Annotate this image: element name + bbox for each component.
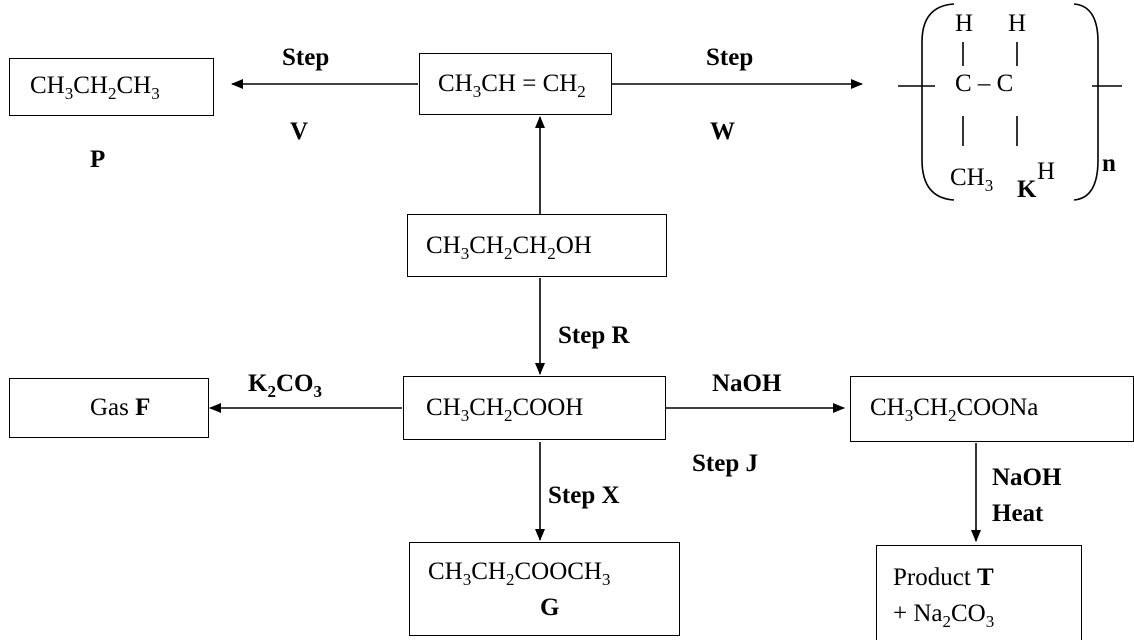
product-t-box bbox=[876, 545, 1082, 640]
polymer-h2: H bbox=[1008, 10, 1027, 37]
label-p: P bbox=[90, 146, 106, 173]
propanol-formula: CH3CH2CH2OH bbox=[426, 232, 592, 263]
label-k: K bbox=[1017, 176, 1037, 203]
sodium-propanoate-box bbox=[850, 376, 1134, 442]
step-v-bottom: V bbox=[290, 118, 309, 145]
gas-f-text: Gas F bbox=[90, 394, 151, 421]
step-v-top: Step bbox=[282, 44, 330, 71]
ester-g-box bbox=[409, 542, 680, 636]
propanol-box bbox=[407, 214, 667, 277]
step-w-bottom: W bbox=[710, 118, 735, 145]
step-w-top: Step bbox=[706, 44, 754, 71]
polymer-h3: H bbox=[1037, 158, 1056, 185]
polymer-ch3: CH3 bbox=[950, 164, 994, 195]
polymer-n: n bbox=[1102, 150, 1116, 177]
propane-formula: CH3CH2CH3 bbox=[30, 72, 160, 103]
naoh-heat-line1: NaOH bbox=[992, 464, 1062, 491]
propanoic-acid-box bbox=[403, 376, 666, 440]
step-j-label: Step J bbox=[692, 450, 758, 477]
propene-box bbox=[419, 53, 612, 115]
sodium-propanoate-formula: CH3CH2COONa bbox=[870, 394, 1039, 425]
product-t-line1: Product T bbox=[893, 564, 994, 591]
polymer-structure bbox=[898, 3, 1122, 201]
gas-f-box bbox=[9, 378, 209, 438]
k2co3-label: K2CO3 bbox=[248, 370, 322, 401]
polymer-backbone: C – C bbox=[955, 70, 1014, 97]
label-g: G bbox=[540, 594, 560, 621]
polymer-h1: H bbox=[955, 10, 974, 37]
propene-formula: CH3CH = CH2 bbox=[438, 70, 586, 101]
naoh-heat-line2: Heat bbox=[992, 500, 1044, 527]
product-t-line2: + Na2CO3 bbox=[893, 600, 995, 631]
step-x-label: Step X bbox=[548, 482, 620, 509]
naoh-label: NaOH bbox=[712, 370, 782, 397]
propane-box bbox=[9, 58, 214, 116]
propanoic-acid-formula: CH3CH2COOH bbox=[426, 394, 584, 425]
step-r-label: Step R bbox=[558, 322, 630, 349]
ester-formula: CH3CH2COOCH3 bbox=[428, 558, 611, 589]
